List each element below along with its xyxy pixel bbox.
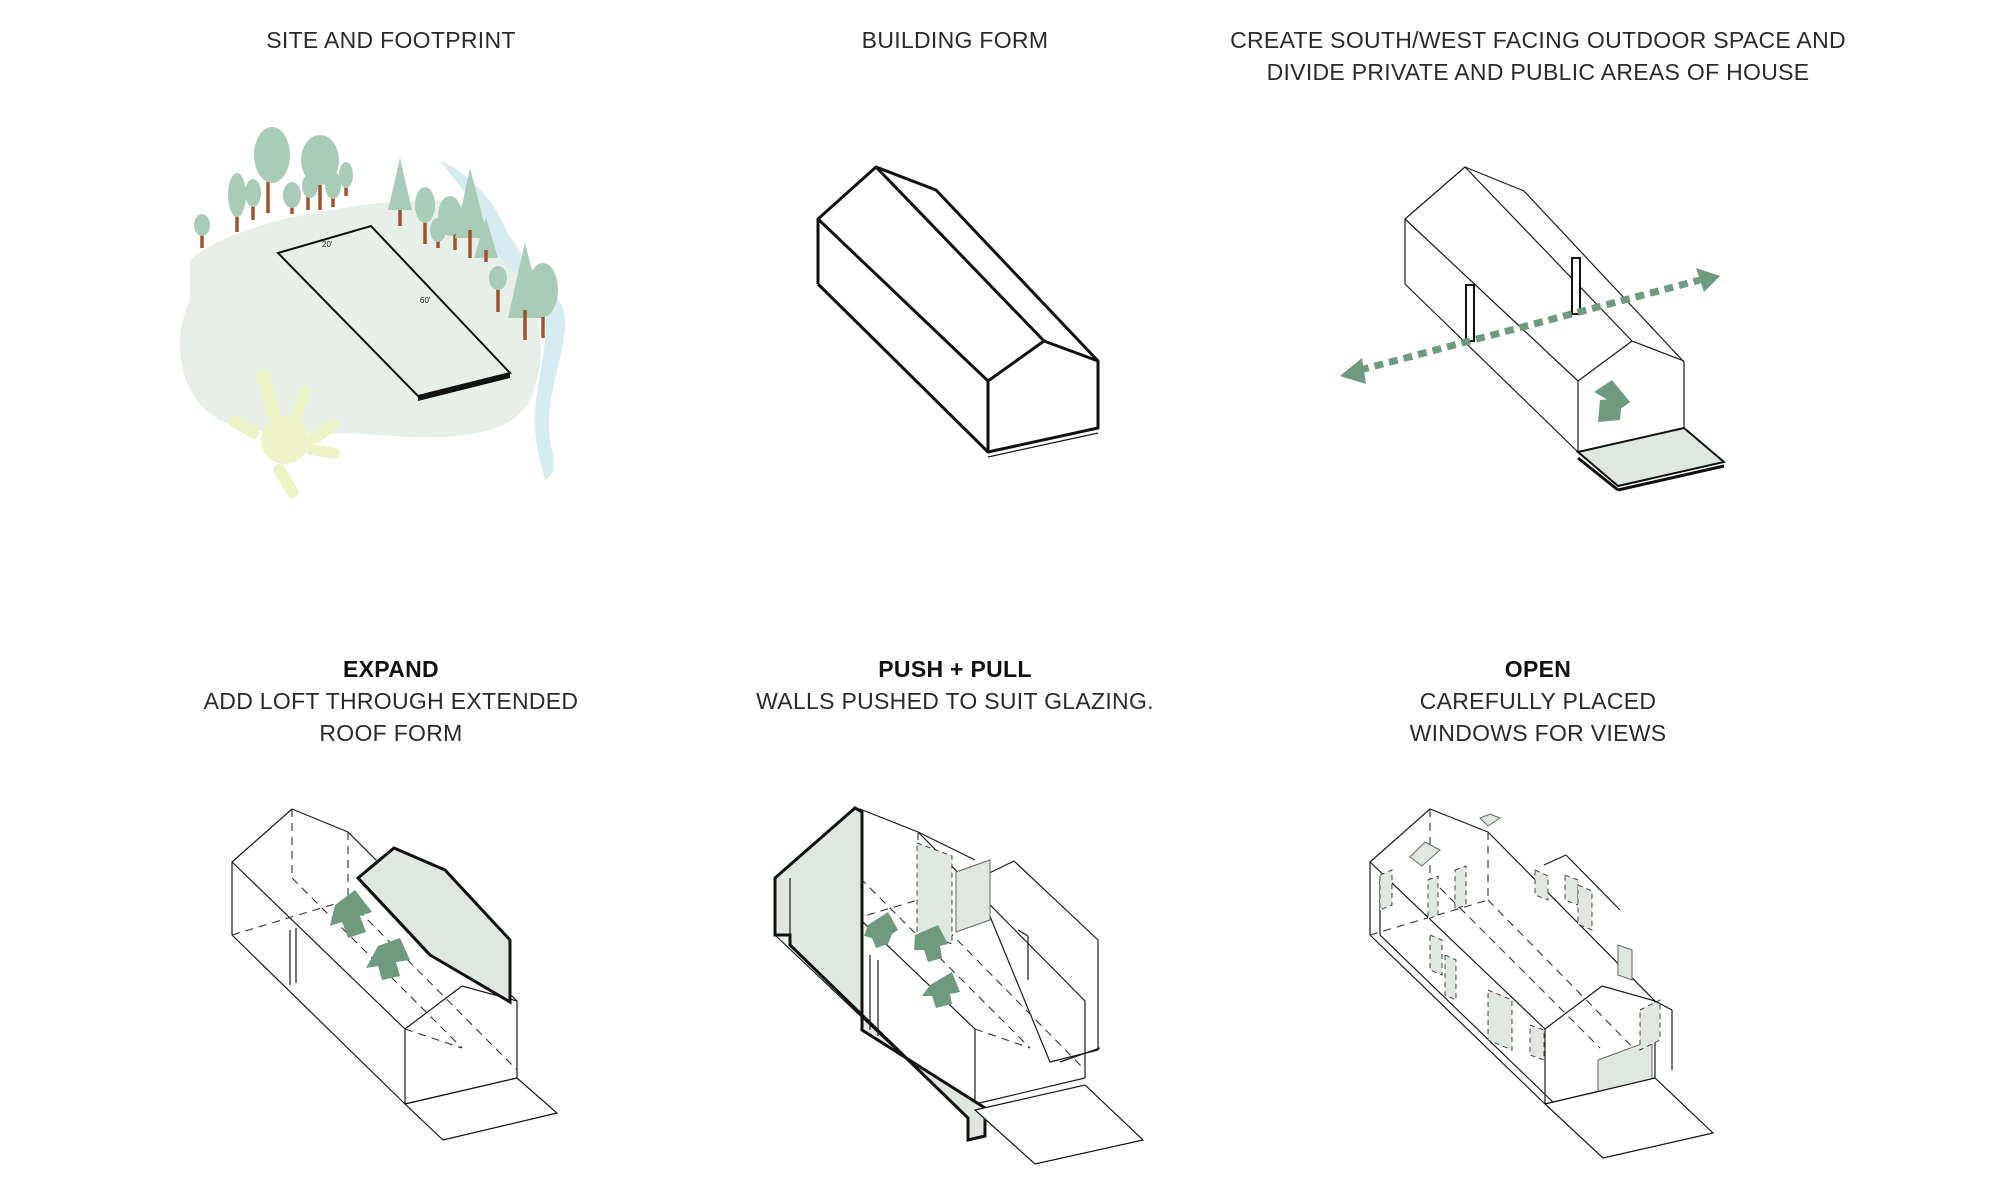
- window-pane: [1577, 884, 1593, 931]
- window-pane: [1617, 944, 1633, 981]
- dimension-long: 60': [420, 296, 431, 305]
- footprint-slab: 20' 60': [276, 224, 512, 401]
- arrow-right-icon: [366, 938, 410, 980]
- panel-expand-caption: EXPAND ADD LOFT THROUGH EXTENDED ROOF FO…: [71, 653, 711, 749]
- arrow-south-tail: [1594, 380, 1630, 408]
- side-opening: [1465, 284, 1475, 342]
- panel-title: OPEN: [1504, 656, 1572, 682]
- pushed-wall: [773, 806, 987, 1142]
- deck: [1575, 426, 1727, 488]
- trees: [194, 127, 558, 340]
- river: [440, 160, 566, 480]
- panel-subtitle-2: WINDOWS FOR VIEWS: [1409, 720, 1667, 746]
- panel-form-caption: BUILDING FORM: [635, 24, 1275, 56]
- site-plan: 20' 60': [180, 127, 566, 499]
- arrow-up-icon: [330, 890, 372, 938]
- window-pane: [1427, 875, 1439, 920]
- panel-subtitle: WALLS PUSHED TO SUIT GLAZING.: [756, 688, 1154, 714]
- window-pane: [1564, 874, 1579, 906]
- arrow-push-icon: [864, 912, 898, 948]
- panel-title: SITE AND FOOTPRINT: [266, 27, 516, 53]
- expand-diagram: [231, 808, 559, 1141]
- roof-skylight: [1409, 841, 1441, 867]
- arrow-push-icon-2: [914, 925, 948, 962]
- glazing-panel: [916, 842, 953, 945]
- window-pane: [1487, 989, 1513, 1051]
- panel-subtitle-2: ROOF FORM: [319, 720, 463, 746]
- building-form: [816, 165, 1100, 458]
- divide-axis: [1359, 276, 1701, 374]
- window-pane: [1444, 954, 1457, 1001]
- window-pane: [1454, 865, 1467, 910]
- extended-roof: [355, 846, 512, 1005]
- window-pane: [1429, 934, 1443, 976]
- panel-pushpull-caption: PUSH + PULL WALLS PUSHED TO SUIT GLAZING…: [635, 653, 1275, 717]
- arrow-pull-icon: [922, 972, 960, 1008]
- panel-subtitle: CAREFULLY PLACED: [1419, 688, 1657, 714]
- arrow-east-icon: [1696, 268, 1720, 292]
- panel-title: EXPAND: [343, 656, 439, 682]
- open-diagram: [1369, 808, 1715, 1159]
- push-pull-diagram: [773, 806, 1145, 1165]
- panel-subtitle: DIVIDE PRIVATE AND PUBLIC AREAS OF HOUSE: [1266, 59, 1810, 85]
- panel-open-caption: OPEN CAREFULLY PLACED WINDOWS FOR VIEWS: [1218, 653, 1858, 749]
- panel-title: PUSH + PULL: [878, 656, 1032, 682]
- sun: [228, 368, 340, 499]
- arrow-west-icon: [1340, 358, 1366, 384]
- rear-opening: [1571, 257, 1581, 315]
- panel-title: BUILDING FORM: [861, 27, 1049, 53]
- glazing-panel: [955, 859, 991, 933]
- window-pane: [1534, 869, 1549, 901]
- panel-title: CREATE SOUTH/WEST FACING OUTDOOR SPACE A…: [1230, 27, 1846, 53]
- window-pane: [1379, 869, 1393, 911]
- panel-outdoor-caption: CREATE SOUTH/WEST FACING OUTDOOR SPACE A…: [1218, 24, 1858, 88]
- panel-site-caption: SITE AND FOOTPRINT: [71, 24, 711, 56]
- roof-skylight-2: [1479, 813, 1502, 827]
- panel-subtitle: ADD LOFT THROUGH EXTENDED: [203, 688, 579, 714]
- window-pane: [1529, 1024, 1545, 1061]
- dimension-short: 20': [322, 240, 333, 249]
- outdoor-space-diagram: [1340, 166, 1727, 492]
- window-pane: [1639, 999, 1661, 1051]
